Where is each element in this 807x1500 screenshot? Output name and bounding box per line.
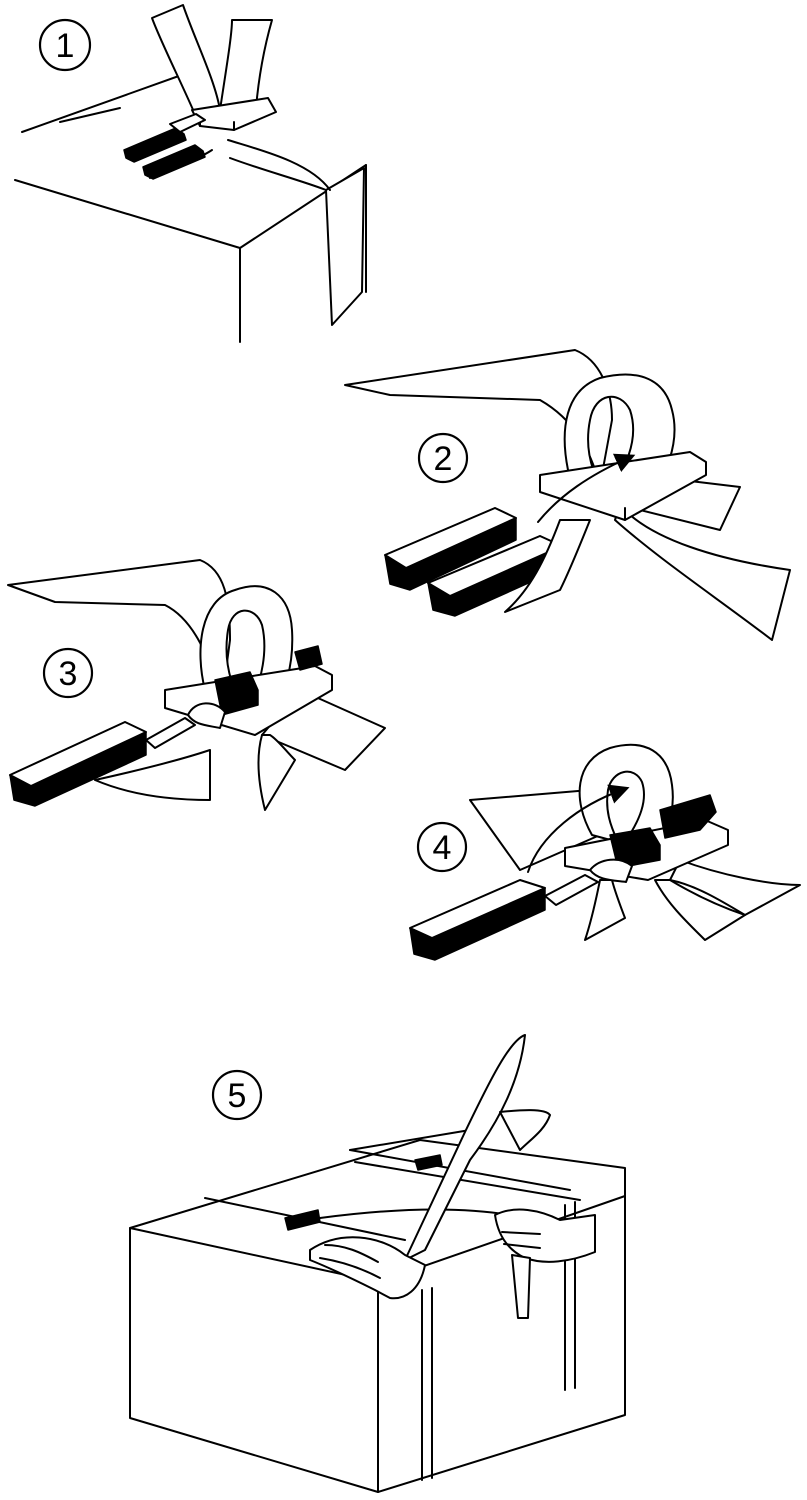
- step-3-illustration: [7, 559, 386, 811]
- step-5-badge: 5: [211, 1069, 263, 1121]
- step-1-number: 1: [56, 27, 75, 65]
- step-4-badge: 4: [416, 821, 468, 873]
- step-2-number: 2: [434, 440, 453, 478]
- step-4-number: 4: [433, 829, 452, 867]
- step-4-illustration: [409, 743, 801, 961]
- step-5-illustration: [129, 1034, 626, 1493]
- step-3-number: 3: [59, 655, 78, 693]
- step-5-number: 5: [228, 1077, 247, 1115]
- step-2-badge: 2: [417, 432, 469, 484]
- step-1-illustration: [14, 4, 367, 343]
- step-1-badge: 1: [38, 18, 92, 72]
- step-2-illustration: [344, 349, 791, 641]
- step-3-badge: 3: [42, 647, 94, 699]
